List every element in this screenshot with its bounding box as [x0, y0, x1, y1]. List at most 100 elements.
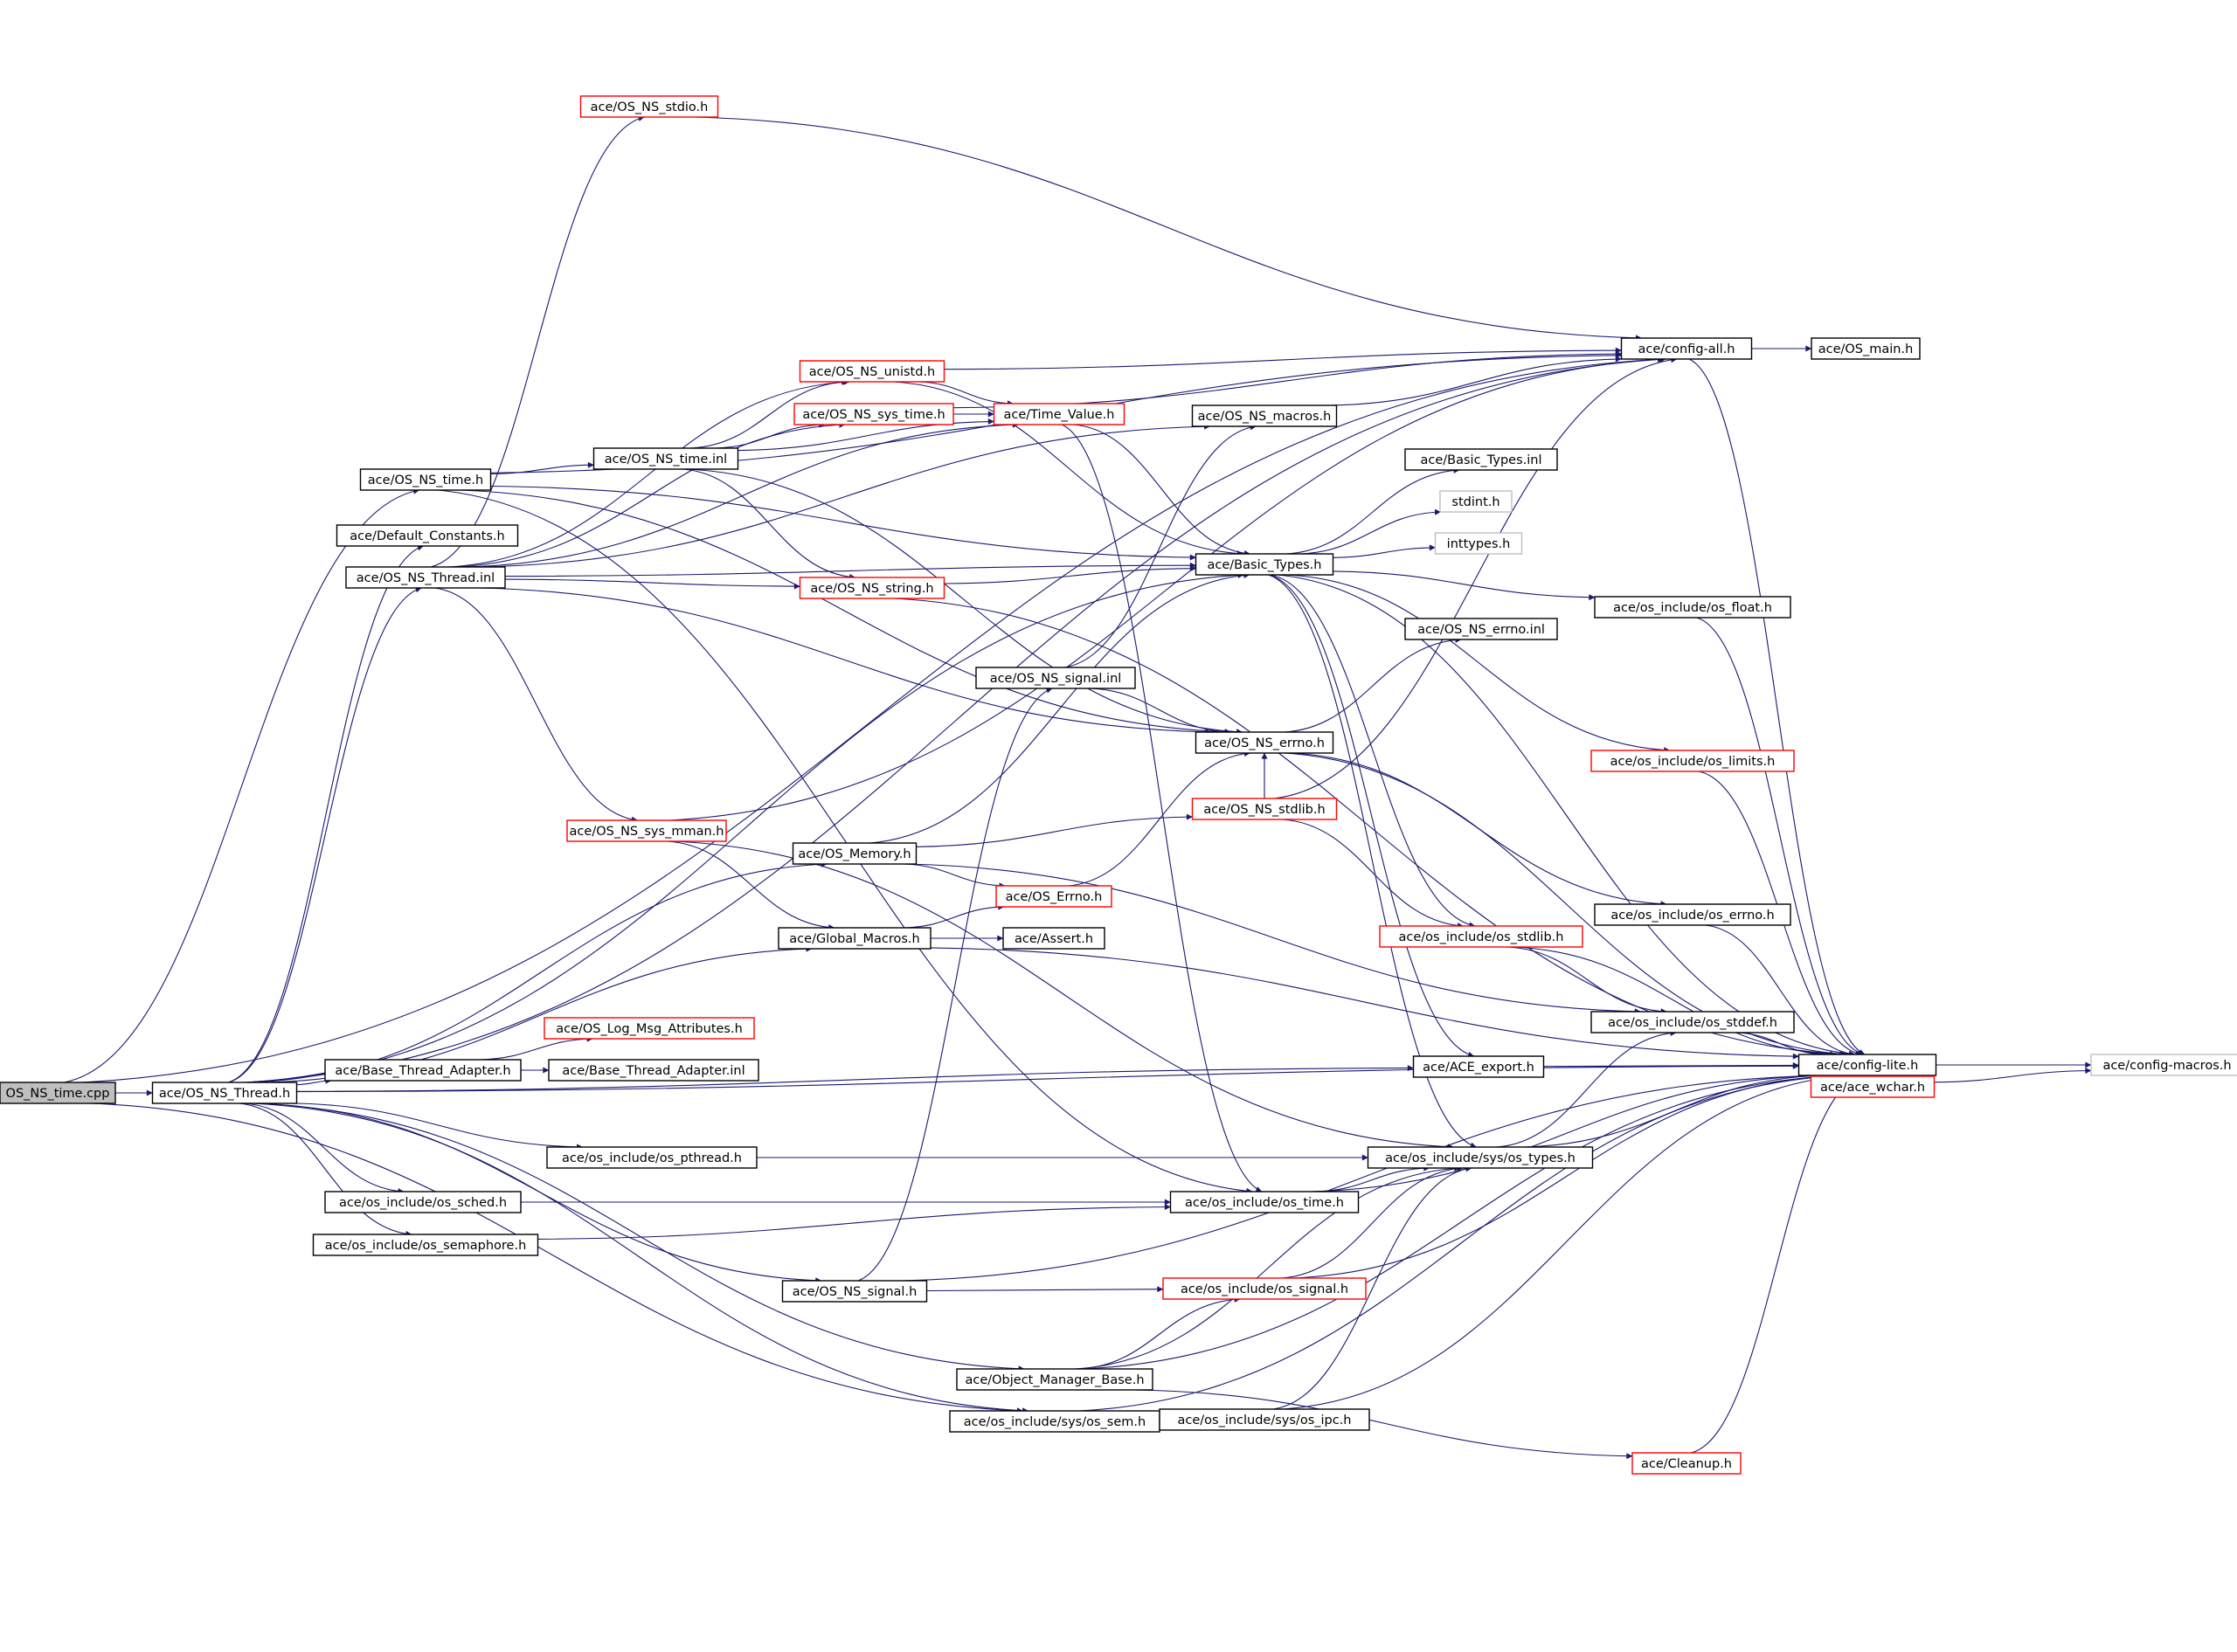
- node-box: [1412, 1055, 1545, 1078]
- node-sys-os-types-h[interactable]: ace/os_include/sys/os_types.h: [1367, 1146, 1594, 1169]
- edge-sys-os-sem-h-to-config-lite-h: [1078, 1072, 1844, 1412]
- node-os-ns-errno-h[interactable]: ace/OS_NS_errno.h: [1195, 731, 1334, 754]
- node-label: ace/OS_NS_errno.inl: [1417, 623, 1545, 637]
- node-os-ns-string-h[interactable]: ace/OS_NS_string.h: [799, 577, 945, 599]
- node-os-ns-sys-time-h[interactable]: ace/OS_NS_sys_time.h: [793, 403, 954, 425]
- node-ace-export-h[interactable]: ace/ACE_export.h: [1412, 1055, 1545, 1078]
- node-os-semaphore-h[interactable]: ace/os_include/os_semaphore.h: [312, 1234, 539, 1256]
- node-os-errno-h[interactable]: ace/OS_Errno.h: [995, 885, 1112, 908]
- edge-os-ns-time-inl-to-os-ns-errno-h: [688, 468, 1243, 736]
- node-object-manager-base-h[interactable]: ace/Object_Manager_Base.h: [956, 1368, 1153, 1391]
- node-sys-os-ipc-h[interactable]: ace/os_include/sys/os_ipc.h: [1159, 1408, 1370, 1431]
- node-box: [778, 927, 932, 950]
- node-os-ns-signal-h[interactable]: ace/OS_NS_signal.h: [781, 1280, 928, 1303]
- node-os-ns-macros-h[interactable]: ace/OS_NS_macros.h: [1191, 404, 1338, 427]
- node-box: [1404, 448, 1558, 471]
- edge-sys-os-types-h-to-os-stddef-h: [1496, 1029, 1677, 1148]
- node-os-limits-h[interactable]: ace/os_include/os_limits.h: [1590, 750, 1795, 772]
- node-os-ns-time-h[interactable]: ace/OS_NS_time.h: [359, 468, 492, 491]
- node-os-ns-sys-mman-h[interactable]: ace/OS_NS_sys_mman.h: [566, 819, 727, 842]
- node-stdint-h[interactable]: stdint.h: [1439, 490, 1513, 513]
- node-os-ns-errno-inl[interactable]: ace/OS_NS_errno.inl: [1404, 618, 1558, 640]
- node-label: ace/config-all.h: [1638, 342, 1735, 356]
- edge-sys-os-types-h-to-config-lite-h: [1524, 1072, 1825, 1148]
- node-box: [949, 1410, 1160, 1433]
- node-config-all-h[interactable]: ace/config-all.h: [1620, 337, 1753, 360]
- edge-os-ns-thread-h-to-config-all-h: [245, 356, 1666, 1083]
- node-inttypes-h[interactable]: inttypes.h: [1434, 532, 1523, 555]
- node-label: ace/Basic_Types.h: [1208, 558, 1322, 572]
- edge-ace-export-h-to-config-lite-h: [1543, 1061, 1799, 1068]
- edge-sys-os-ipc-h-to-config-lite-h: [1282, 1072, 1850, 1410]
- node-os-signal-h[interactable]: ace/os_include/os_signal.h: [1162, 1277, 1367, 1300]
- node-config-lite-h[interactable]: ace/config-lite.h: [1797, 1054, 1937, 1076]
- node-box: [1810, 1075, 1936, 1098]
- node-box: [1620, 337, 1753, 360]
- node-box: [0, 1082, 116, 1104]
- node-box: [566, 819, 727, 842]
- node-default-constants-h[interactable]: ace/Default_Constants.h: [336, 524, 519, 547]
- node-os-ns-thread-inl[interactable]: ace/OS_NS_Thread.inl: [345, 566, 506, 589]
- node-os-errno-inc-h[interactable]: ace/os_include/os_errno.h: [1594, 903, 1791, 926]
- node-label: ace/OS_NS_sys_mman.h: [570, 825, 724, 839]
- node-label: ace/os_include/sys/os_sem.h: [964, 1415, 1146, 1429]
- node-os-ns-stdlib-h[interactable]: ace/OS_NS_stdlib.h: [1191, 798, 1338, 820]
- node-ace-wchar-h[interactable]: ace/ace_wchar.h: [1810, 1075, 1936, 1098]
- node-basic-types-inl[interactable]: ace/Basic_Types.inl: [1404, 448, 1558, 471]
- edge-os-ns-thread-inl-to-os-ns-stdio-h: [430, 115, 645, 568]
- node-os-ns-thread-h[interactable]: ace/OS_NS_Thread.h: [151, 1082, 298, 1104]
- edge-os-time-h-to-config-lite-h: [1310, 1072, 1822, 1192]
- edge-os-ns-unistd-h-to-time-value-h: [918, 381, 1014, 407]
- node-os-float-h[interactable]: ace/os_include/os_float.h: [1594, 596, 1791, 619]
- node-label: ace/OS_NS_time.h: [368, 473, 483, 487]
- node-os-memory-h[interactable]: ace/OS_Memory.h: [792, 842, 918, 865]
- node-box: [975, 667, 1136, 689]
- node-label: ace/Cleanup.h: [1641, 1457, 1732, 1471]
- edge-os-ns-thread-inl-to-time-value-h: [466, 421, 1019, 568]
- edge-os-ns-string-h-to-basic-types-h: [944, 565, 1196, 584]
- edge-os-stddef-h-to-config-lite-h: [1735, 1032, 1825, 1058]
- node-label: ace/OS_NS_unistd.h: [809, 365, 935, 379]
- node-os-stdlib-h[interactable]: ace/os_include/os_stdlib.h: [1379, 925, 1583, 948]
- node-time-value-h[interactable]: ace/Time_Value.h: [993, 403, 1125, 425]
- node-box: [1590, 750, 1795, 772]
- node-base-thread-adapter-inl[interactable]: ace/Base_Thread_Adapter.inl: [548, 1059, 759, 1082]
- node-box: [799, 360, 945, 383]
- node-box: [2090, 1054, 2237, 1076]
- edge-ace-wchar-h-to-config-macros-h: [1934, 1068, 2092, 1083]
- edge-os-ns-time-inl-to-os-ns-sys-time-h: [714, 421, 826, 449]
- node-label: ace/Base_Thread_Adapter.h: [335, 1064, 510, 1078]
- node-base-thread-adapter-h[interactable]: ace/Base_Thread_Adapter.h: [324, 1059, 522, 1082]
- node-assert-h[interactable]: ace/Assert.h: [1002, 927, 1105, 950]
- node-os-ns-stdio-h[interactable]: ace/OS_NS_stdio.h: [579, 95, 719, 118]
- node-os-pthread-h[interactable]: ace/os_include/os_pthread.h: [546, 1146, 758, 1169]
- node-global-macros-h[interactable]: ace/Global_Macros.h: [778, 927, 932, 950]
- edge-global-macros-h-to-os-errno-h: [904, 903, 1005, 929]
- edge-os-errno-inc-h-to-config-lite-h: [1704, 924, 1856, 1057]
- node-os-ns-unistd-h[interactable]: ace/OS_NS_unistd.h: [799, 360, 945, 383]
- edge-os-ns-stdlib-h-to-config-all-h: [1273, 356, 1678, 799]
- node-os-sched-h[interactable]: ace/os_include/os_sched.h: [324, 1191, 522, 1213]
- edge-os-ns-time-h-to-os-time-h: [437, 489, 1253, 1194]
- edge-os-time-h-to-sys-os-types-h: [1315, 1165, 1430, 1192]
- node-os-stddef-h[interactable]: ace/os_include/os_stddef.h: [1590, 1011, 1795, 1033]
- node-box: [1590, 1011, 1795, 1033]
- node-sys-os-sem-h[interactable]: ace/os_include/sys/os_sem.h: [949, 1410, 1160, 1433]
- node-config-macros-h[interactable]: ace/config-macros.h: [2090, 1054, 2237, 1076]
- node-os-ns-time-cpp[interactable]: OS_NS_time.cpp: [0, 1082, 116, 1104]
- node-os-main-h[interactable]: ace/OS_main.h: [1811, 337, 1921, 360]
- node-cleanup-h[interactable]: ace/Cleanup.h: [1631, 1452, 1742, 1475]
- node-os-ns-time-inl[interactable]: ace/OS_NS_time.inl: [592, 447, 739, 470]
- node-label: inttypes.h: [1447, 537, 1511, 551]
- node-basic-types-h[interactable]: ace/Basic_Types.h: [1195, 553, 1334, 576]
- node-box: [548, 1059, 759, 1082]
- node-label: ace/os_include/sys/os_types.h: [1385, 1151, 1576, 1165]
- edge-os-ns-errno-h-to-config-lite-h: [1284, 752, 1848, 1058]
- edge-object-manager-base-h-to-config-lite-h: [1081, 1072, 1841, 1370]
- edge-os-ns-signal-h-to-os-ns-signal-inl: [857, 687, 1053, 1282]
- node-os-ns-signal-inl[interactable]: ace/OS_NS_signal.inl: [975, 667, 1136, 689]
- node-os-log-msg-attributes-h[interactable]: ace/OS_Log_Msg_Attributes.h: [544, 1017, 755, 1040]
- node-os-time-h[interactable]: ace/os_include/os_time.h: [1169, 1191, 1360, 1213]
- node-label: ace/OS_Errno.h: [1006, 890, 1103, 904]
- edge-os-ns-time-inl-to-time-value-h: [738, 418, 994, 452]
